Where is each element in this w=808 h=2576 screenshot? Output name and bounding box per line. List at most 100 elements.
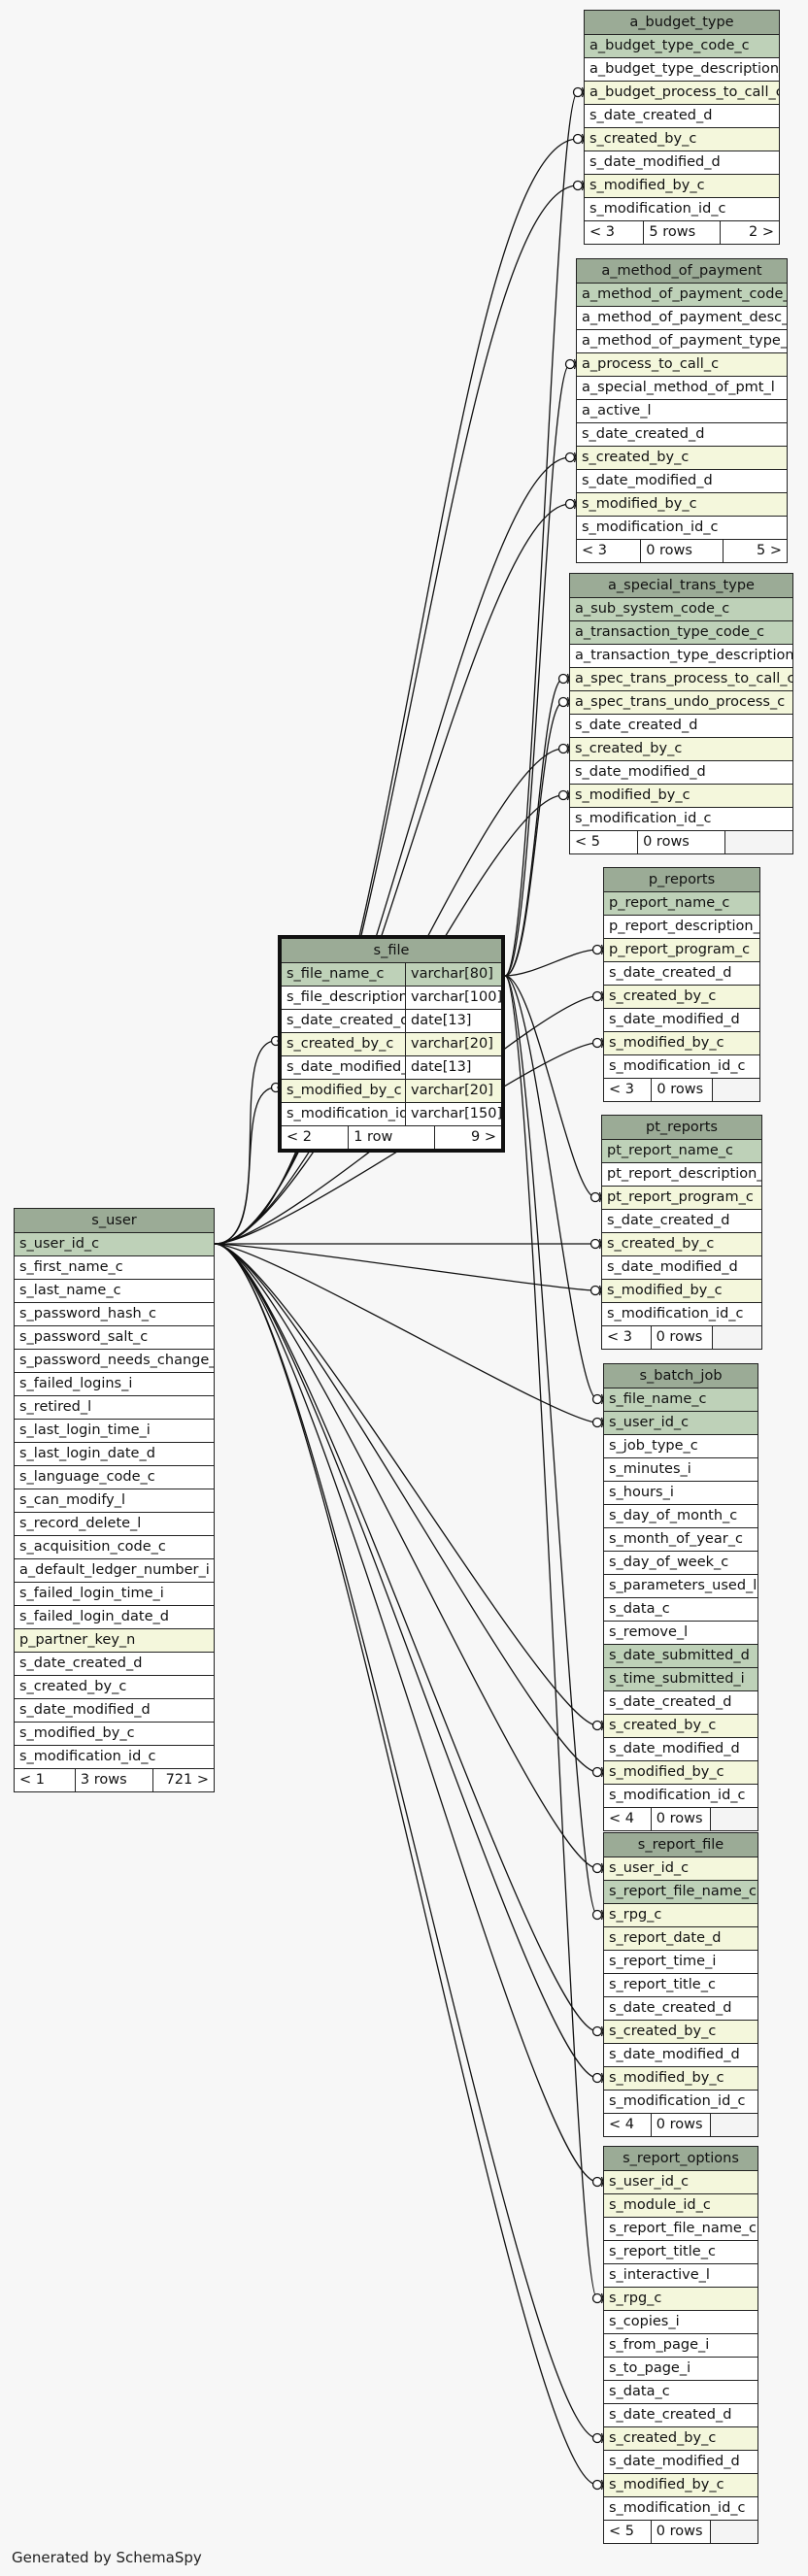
column-row[interactable]: s_password_hash_c [15, 1302, 214, 1325]
column-row[interactable]: s_modified_by_c [604, 1031, 759, 1054]
row-count[interactable]: 0 rows [650, 1326, 713, 1349]
children-count[interactable] [710, 2521, 758, 2543]
column-row[interactable]: s_modified_by_c [604, 2473, 758, 2496]
column-row[interactable]: s_date_created_d [570, 714, 792, 737]
column-row[interactable]: a_special_method_of_pmt_l [577, 376, 787, 399]
row-count[interactable]: 0 rows [650, 2521, 710, 2543]
column-row[interactable]: s_date_modified_d [577, 469, 787, 492]
column-row[interactable]: p_report_program_c [604, 938, 759, 961]
column-row[interactable]: s_user_id_c [604, 1411, 758, 1434]
column-row[interactable]: s_day_of_week_c [604, 1551, 758, 1574]
table-title[interactable]: s_report_file [604, 1833, 758, 1857]
column-row[interactable]: s_module_id_c [604, 2193, 758, 2217]
column-row[interactable]: s_rpg_c [604, 1903, 758, 1926]
column-row[interactable]: s_report_date_d [604, 1926, 758, 1950]
column-row[interactable]: s_date_created_d [602, 1209, 761, 1232]
table-title[interactable]: s_user [15, 1209, 214, 1233]
column-row[interactable]: s_record_delete_l [15, 1512, 214, 1535]
column-row[interactable]: s_interactive_l [604, 2263, 758, 2287]
column-row[interactable]: pt_report_description_c [602, 1162, 761, 1186]
column-row[interactable]: s_remove_l [604, 1621, 758, 1644]
column-row[interactable]: a_transaction_type_code_c [570, 620, 792, 644]
children-count[interactable] [710, 1808, 758, 1830]
column-row[interactable]: s_user_id_c [15, 1233, 214, 1255]
table-title[interactable]: s_report_options [604, 2147, 758, 2171]
column-row[interactable]: s_date_created_d [15, 1652, 214, 1675]
children-count[interactable] [712, 1326, 761, 1349]
column-row[interactable]: p_partner_key_n [15, 1628, 214, 1652]
column-row[interactable]: s_date_created_d [577, 422, 787, 446]
column-row[interactable]: a_process_to_call_c [577, 352, 787, 376]
column-row[interactable]: s_copies_i [604, 2310, 758, 2333]
column-row[interactable]: s_password_needs_change_l [15, 1349, 214, 1372]
children-count[interactable]: 721 > [152, 1769, 214, 1791]
column-row[interactable]: s_date_created_d [604, 961, 759, 985]
children-count[interactable] [724, 831, 792, 853]
row-count[interactable]: 0 rows [640, 540, 723, 562]
column-row[interactable]: s_time_submitted_i [604, 1667, 758, 1690]
column-row[interactable]: p_report_name_c [604, 892, 759, 915]
column-row[interactable]: s_modification_id_c [602, 1302, 761, 1325]
column-row[interactable]: s_modified_by_c [15, 1722, 214, 1745]
column-row[interactable]: s_minutes_i [604, 1457, 758, 1481]
children-count[interactable] [711, 1079, 760, 1101]
column-row[interactable]: s_last_name_c [15, 1279, 214, 1302]
column-row[interactable]: s_date_modified_d [15, 1698, 214, 1722]
column-row[interactable]: s_modification_id_c [577, 516, 787, 539]
column-row[interactable]: s_password_salt_c [15, 1325, 214, 1349]
column-row[interactable]: s_modification_id_c [570, 807, 792, 830]
column-row[interactable]: s_to_page_i [604, 2357, 758, 2380]
parents-count[interactable]: < 5 [609, 2524, 634, 2539]
children-count[interactable] [710, 2114, 758, 2136]
column-row[interactable]: s_first_name_c [15, 1255, 214, 1279]
row-count[interactable]: 0 rows [651, 1079, 711, 1101]
parents-count[interactable]: < 2 [286, 1129, 312, 1145]
parents-count[interactable]: < 3 [607, 1329, 632, 1345]
column-row[interactable]: a_budget_type_description_c [585, 57, 779, 81]
column-row[interactable]: s_date_modified_d [604, 1737, 758, 1760]
column-row[interactable]: a_spec_trans_process_to_call_c [570, 667, 792, 690]
children-count[interactable]: 2 > [719, 221, 779, 244]
column-row[interactable]: s_created_by_c [570, 737, 792, 760]
column-row[interactable]: s_date_modified_d [604, 1008, 759, 1031]
column-row[interactable]: a_method_of_payment_code_c [577, 284, 787, 306]
column-row[interactable]: s_date_created_d [604, 1690, 758, 1714]
column-row[interactable]: s_date_created_d [604, 1996, 758, 2020]
children-count[interactable]: 9 > [433, 1126, 501, 1149]
column-row[interactable]: s_modified_by_c [577, 492, 787, 516]
parents-count[interactable]: < 4 [609, 2117, 634, 2132]
column-row[interactable]: s_created_by_c [585, 127, 779, 151]
column-row[interactable]: s_language_code_c [15, 1465, 214, 1489]
column-row[interactable]: pt_report_name_c [602, 1140, 761, 1162]
column-row[interactable]: s_modified_by_c [602, 1279, 761, 1302]
column-row[interactable]: a_default_ledger_number_i [15, 1558, 214, 1582]
column-row[interactable]: a_method_of_payment_type_c [577, 329, 787, 352]
column-row[interactable]: s_date_modified_d [604, 2450, 758, 2473]
row-count[interactable]: 1 row [348, 1126, 434, 1149]
column-row[interactable]: s_file_name_c [604, 1388, 758, 1411]
column-row[interactable]: a_method_of_payment_desc_c [577, 306, 787, 329]
column-row[interactable]: p_report_description_c [604, 915, 759, 938]
column-row[interactable]: s_report_file_name_c [604, 2217, 758, 2240]
column-row[interactable]: s_data_c [604, 2380, 758, 2403]
column-row[interactable]: s_user_id_c [604, 2171, 758, 2193]
column-row[interactable]: s_created_by_c [604, 2020, 758, 2043]
column-row[interactable]: s_date_modified_d [570, 760, 792, 784]
column-row[interactable]: a_transaction_type_description_c [570, 644, 792, 667]
column-row[interactable]: a_spec_trans_undo_process_c [570, 690, 792, 714]
column-row[interactable]: s_report_file_name_c [604, 1880, 758, 1903]
column-row[interactable]: a_sub_system_code_c [570, 598, 792, 620]
column-row[interactable]: s_from_page_i [604, 2333, 758, 2357]
column-row[interactable]: s_rpg_c [604, 2287, 758, 2310]
